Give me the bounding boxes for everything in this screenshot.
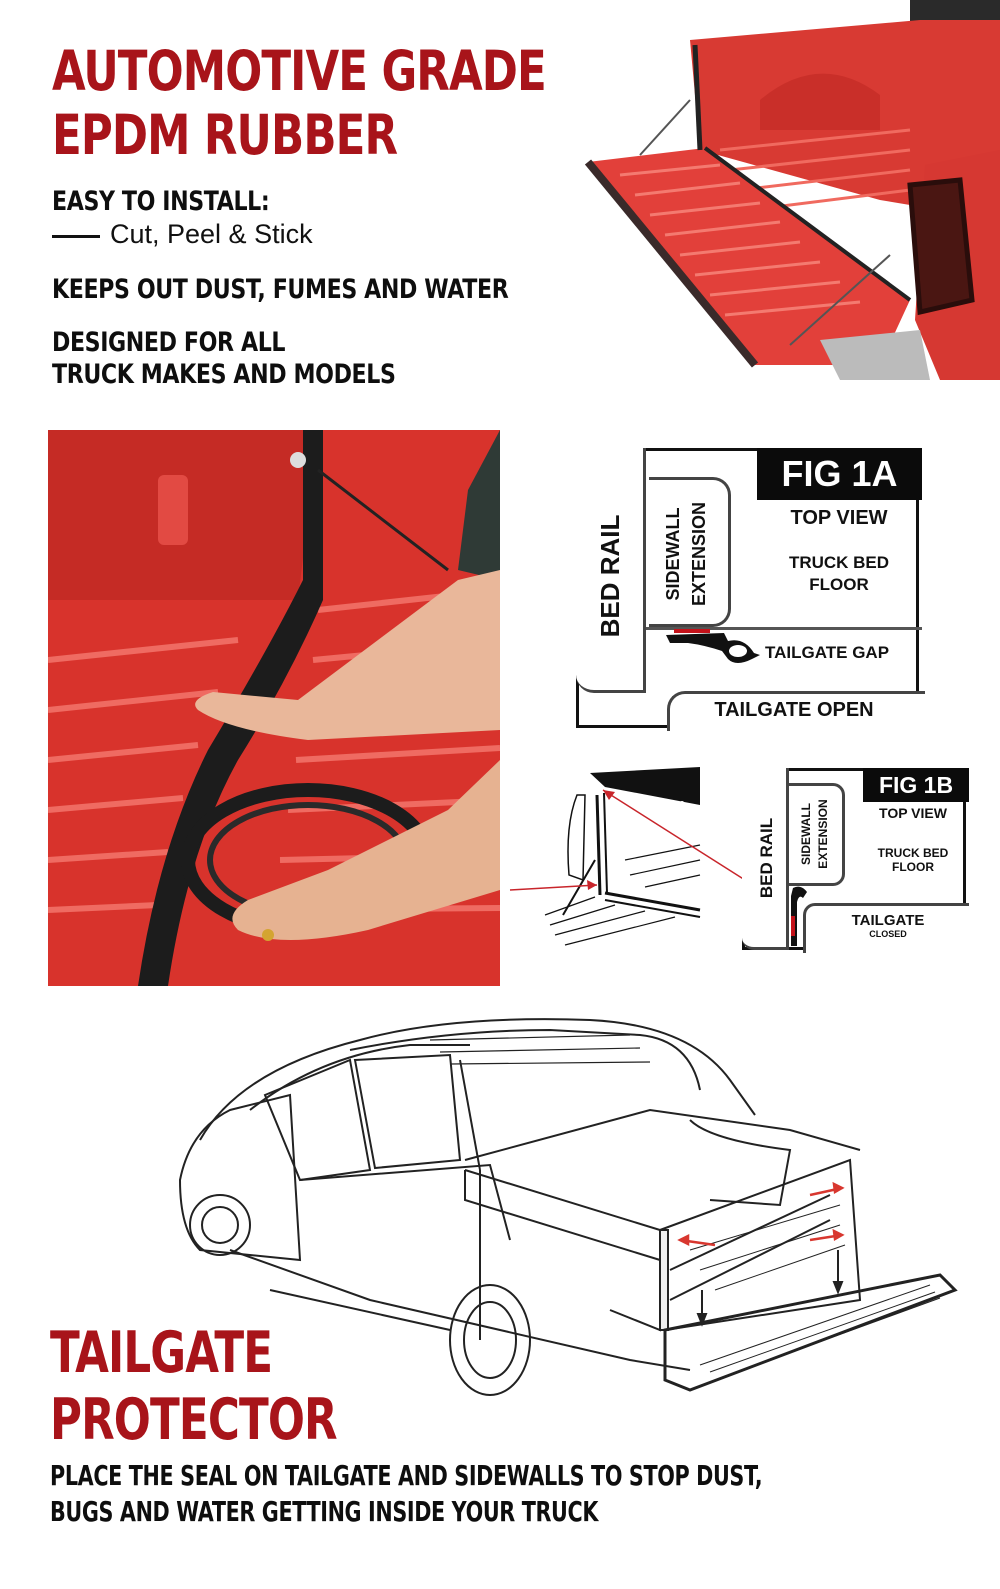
fig-1a-floor-2: FLOOR	[809, 575, 869, 594]
headline-line-2: EPDM RUBBER	[52, 103, 398, 167]
seal-profile-closed-icon	[791, 886, 807, 946]
pickup-truck-drawing	[170, 1000, 960, 1440]
fig-1b-diagram: BED RAIL SIDEWALL EXTENSION FIG 1B TOP V…	[742, 768, 969, 953]
footer-title-line-2: PROTECTOR	[50, 1387, 338, 1453]
sidewall-label-2: EXTENSION	[689, 501, 709, 607]
fig-1a-tag: FIG 1A	[757, 448, 922, 500]
tailgate-region	[667, 691, 925, 731]
sidewall-label-b-1: SIDEWALL	[799, 803, 813, 865]
footer-desc-line-1: PLACE THE SEAL ON TAILGATE AND SIDEWALLS…	[50, 1459, 763, 1492]
bed-rail-label: BED RAIL	[595, 514, 625, 638]
sidewall-label-1: SIDEWALL	[663, 507, 683, 601]
sidewall-label-b-2: EXTENSION	[816, 799, 830, 869]
floor-divider	[646, 627, 922, 630]
bed-rail-region	[576, 448, 646, 693]
seal-profile-icon	[666, 629, 760, 663]
fig-1a-floor-1: TRUCK BED	[788, 553, 890, 572]
feature-designed-line-1: DESIGNED FOR ALL	[52, 327, 286, 358]
fig-1a-tailgate-label: TAILGATE OPEN	[714, 699, 874, 721]
footer-title-line-1: TAILGATE	[50, 1320, 273, 1386]
headline-line-1: AUTOMOTIVE GRADE	[52, 39, 547, 103]
fig-1b-floor-2: FLOOR	[892, 860, 934, 874]
bed-rail-label-b: BED RAIL	[757, 817, 776, 899]
bed-rail-region-b	[742, 768, 789, 950]
tailgate-corner-drawing	[505, 765, 746, 955]
fig-1b-floor-1: TRUCK BED	[877, 846, 949, 860]
truck-bed-photo	[580, 0, 1000, 380]
fig-1b-view: TOP VIEW	[879, 805, 947, 821]
installation-photo	[48, 430, 500, 986]
feature-keeps-out: KEEPS OUT DUST, FUMES AND WATER	[52, 274, 509, 305]
fig-1b-tailgate-label: TAILGATE	[851, 912, 925, 929]
tailgate-region-b	[803, 903, 969, 953]
fig-1a-diagram: BED RAIL SIDEWALL EXTENSION FIG 1A TOP V…	[576, 448, 925, 731]
sidewall-region-b	[789, 783, 845, 886]
feature-designed-line-2: TRUCK MAKES AND MODELS	[52, 359, 396, 390]
dash-line	[52, 235, 100, 238]
feature-install-title: EASY TO INSTALL:	[52, 186, 270, 217]
footer-desc-line-2: BUGS AND WATER GETTING INSIDE YOUR TRUCK	[50, 1495, 599, 1528]
fig-1a-gap-label: TAILGATE GAP	[765, 643, 890, 662]
sidewall-region	[649, 477, 731, 627]
fig-1b-tailgate-state: CLOSED	[869, 929, 907, 939]
feature-install-sub: Cut, Peel & Stick	[110, 219, 313, 249]
fig-1a-view: TOP VIEW	[790, 507, 888, 529]
fig-1b-tag: FIG 1B	[863, 768, 969, 802]
